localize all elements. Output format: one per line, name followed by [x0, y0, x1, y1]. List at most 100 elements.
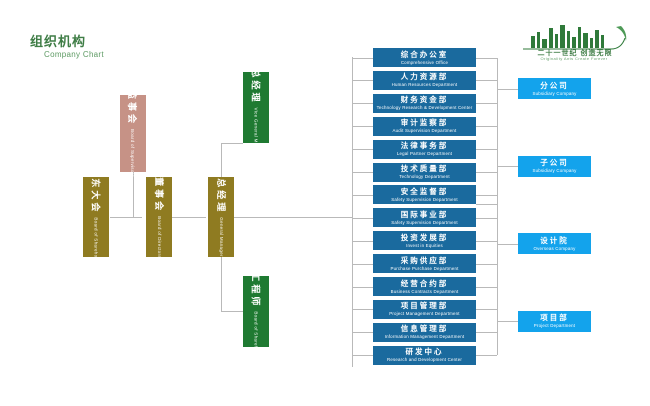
connector-supervisors-down	[133, 172, 134, 217]
connector-department-right-stub	[476, 355, 497, 357]
page-title: 组织机构 Company Chart	[30, 34, 104, 60]
logo-text-cn: 二十一世纪 创造无限	[537, 50, 613, 57]
connector-department-stub	[352, 194, 373, 196]
department-label-cn: 信息管理部	[400, 324, 449, 334]
node-label-en: Board of Shareholders	[253, 311, 259, 363]
subsidiary-label-cn: 项目部	[540, 313, 569, 322]
node-label-en: General Manager	[218, 216, 224, 257]
node-label-cn: 董事会	[153, 176, 164, 213]
node-label-en: Board of Directors	[156, 215, 162, 258]
connector-subsidiary-stub	[497, 321, 518, 322]
connector-department-right-stub	[476, 194, 497, 196]
connector-department-stub	[352, 263, 373, 265]
connector-department-stub	[352, 240, 373, 242]
connector-subsidiary-stub	[497, 88, 518, 90]
connector-spine-subsidiary	[476, 204, 497, 205]
connector-department-right-stub	[476, 263, 497, 265]
department-label-en: Audit Supervision Department	[392, 128, 457, 134]
connector-department-stub	[352, 332, 373, 334]
subsidiary-label-cn: 设计院	[540, 235, 569, 245]
department-label-en: Safety Supervision Department	[391, 219, 458, 225]
logo-text-en: Originality Ants Create Forever	[540, 56, 608, 61]
node-label-en: Board of Supervisors	[130, 128, 136, 178]
node-board-of-directors[interactable]: 董事会 Board of Directors	[146, 177, 172, 257]
subsidiary-label-en: Overseas Company	[533, 245, 576, 251]
department-label-cn: 法律事务部	[400, 141, 449, 151]
department-label-cn: 研发中心	[405, 347, 444, 357]
subsidiary-label-cn: 分公司	[540, 80, 569, 90]
connector-department-right-stub	[476, 240, 497, 242]
connector-department-right-stub	[476, 103, 497, 105]
department-label-en: Safety Supervision Department	[391, 196, 458, 202]
connector-department-right-stub	[476, 286, 497, 288]
department-label-cn: 经营合约部	[400, 278, 449, 288]
connector-department-stub	[352, 217, 373, 219]
department-label-en: Project Management Department	[389, 311, 460, 317]
subsidiary-label-en: Subsidiary Company	[532, 168, 577, 173]
department-label-cn: 审计监察部	[400, 118, 449, 128]
node-label-cn: 监事会	[127, 89, 138, 126]
connector-department-stub	[352, 126, 373, 128]
connector-department-right-stub	[476, 172, 497, 173]
connector-department-stub	[352, 80, 373, 82]
node-shareholders-meeting[interactable]: 股东大会 Board of Shareholders	[83, 166, 109, 268]
connector-directors-gm	[172, 217, 206, 218]
node-label-en: Vice General Manager	[253, 107, 259, 159]
node-vice-general-manager[interactable]: 副总经理 Vice General Manager	[243, 57, 269, 158]
connector-department-stub	[352, 309, 373, 311]
department-label-cn: 安全监督部	[400, 186, 449, 196]
node-board-of-supervisors[interactable]: 监事会 Board of Supervisors	[120, 90, 146, 177]
department-label-cn: 财务资金部	[400, 95, 449, 105]
connector-subsidiary-stub	[497, 243, 518, 245]
node-label-cn: 总经理	[215, 177, 226, 214]
node-label-cn: 股东大会	[90, 165, 101, 214]
department-label-cn: 技术质量部	[400, 164, 449, 173]
department-label-en: Business Contracts Department	[390, 288, 459, 294]
node-label-en: Board of Shareholders	[93, 216, 99, 269]
node-label-cn: 总工程师	[250, 260, 261, 309]
node-chief-engineer[interactable]: 总工程师 Board of Shareholders	[243, 260, 269, 363]
connector-chief-stub	[221, 311, 243, 312]
node-general-manager[interactable]: 总经理 General Manager	[208, 177, 234, 257]
department-label-en: Legal Partner Department	[396, 151, 453, 157]
department-label-cn: 人力资源部	[400, 72, 449, 82]
connector-department-right-stub	[476, 217, 497, 219]
department-label-en: Purchase Purchase Department	[390, 265, 459, 271]
department-label-en: Human Resources Department	[391, 82, 458, 88]
connector-vgm-stub	[221, 143, 243, 144]
company-logo: 二十一世纪 创造无限 Originality Ants Create Forev…	[515, 22, 635, 68]
connector-department-stub	[352, 149, 373, 151]
subsidiary-label-en: Project Department	[533, 323, 576, 328]
connector-gm-spine	[234, 217, 352, 218]
department-label-en: Comprehensive Office	[400, 59, 449, 65]
subsidiary-label-en: Subsidiary Company	[532, 90, 577, 96]
department-label-cn: 项目管理部	[400, 301, 449, 311]
connector-department-spine	[352, 57, 353, 367]
connector-department-right-stub	[476, 332, 497, 334]
subsidiary-label-cn: 子公司	[540, 158, 569, 167]
connector-department-right-bus	[497, 57, 498, 356]
department-label-en: Invest in Equities	[406, 242, 443, 248]
connector-department-right-stub	[476, 309, 497, 311]
department-label-cn: 国际事业部	[400, 209, 449, 219]
connector-department-stub	[352, 172, 373, 173]
node-label-cn: 副总经理	[250, 56, 261, 105]
